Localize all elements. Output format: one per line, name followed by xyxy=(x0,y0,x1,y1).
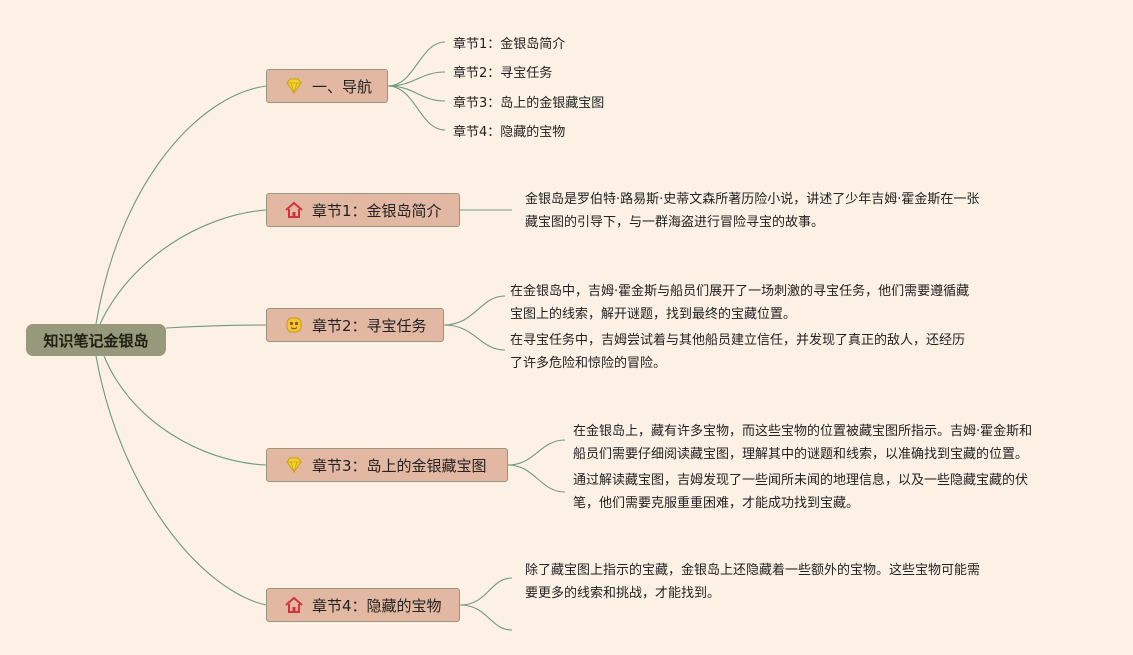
branch-chapter-4[interactable]: 章节4：隐藏的宝物 xyxy=(266,588,460,622)
chapter-3-note-1: 在金银岛上，藏有许多宝物，而这些宝物的位置被藏宝图所指示。吉姆·霍金斯和 船员们… xyxy=(573,420,1032,466)
note-line: 在寻宝任务中，吉姆尝试着与其他船员建立信任，并发现了真正的敌人，还经历 xyxy=(510,333,966,348)
connector-ch3-note1 xyxy=(507,439,566,466)
note-line: 了许多危险和惊险的冒险。 xyxy=(510,356,667,371)
diamond-icon xyxy=(284,76,304,96)
diamond-icon xyxy=(284,455,304,475)
chapter-2-note-2: 在寻宝任务中，吉姆尝试着与其他船员建立信任，并发现了真正的敌人，还经历 了许多危… xyxy=(510,329,965,375)
chapter-1-note: 金银岛是罗伯特·路易斯·史蒂文森所著历险小说，讲述了少年吉姆·霍金斯在一张 藏宝… xyxy=(525,188,979,234)
connector-nav-item3 xyxy=(387,85,446,102)
connector-nav-item2 xyxy=(387,71,446,87)
root-label: 知识笔记金银岛 xyxy=(43,331,149,350)
chapter-3-note-2: 通过解读藏宝图，吉姆发现了一些闻所未闻的地理信息，以及一些隐藏宝藏的伏 笔，他们… xyxy=(573,469,1028,515)
connector-root-ch2 xyxy=(165,324,267,329)
branch-label: 章节3：岛上的金银藏宝图 xyxy=(312,456,487,475)
note-line: 笔，他们需要克服重重困难，才能成功找到宝藏。 xyxy=(573,496,860,511)
note-line: 通过解读藏宝图，吉姆发现了一些闻所未闻的地理信息，以及一些隐藏宝藏的伏 xyxy=(573,473,1029,488)
connector-ch3-note2 xyxy=(507,464,566,493)
chapter-4-note: 除了藏宝图上指示的宝藏，金银岛上还隐藏着一些额外的宝物。这些宝物可能需 要更多的… xyxy=(525,559,980,605)
note-line: 在金银岛上，藏有许多宝物，而这些宝物的位置被藏宝图所指示。吉姆·霍金斯和 xyxy=(573,424,1033,439)
root-node[interactable]: 知识笔记金银岛 xyxy=(26,324,166,356)
branch-chapter-2[interactable]: 章节2：寻宝任务 xyxy=(266,308,444,342)
connector-root-ch4 xyxy=(95,355,267,606)
note-line: 在金银岛中，吉姆·霍金斯与船员们展开了一场刺激的寻宝任务，他们需要遵循藏 xyxy=(510,284,970,299)
nav-item-chapter-1[interactable]: 章节1：金银岛简介 xyxy=(453,37,566,52)
branch-navigation[interactable]: 一、导航 xyxy=(266,69,388,103)
connector-nav-item4 xyxy=(387,85,446,131)
connector-root-ch1 xyxy=(99,209,267,325)
branch-label: 章节2：寻宝任务 xyxy=(312,316,427,335)
connector-nav-item1 xyxy=(387,41,446,87)
connector-ch2-note2 xyxy=(443,324,506,351)
branch-label: 章节1：金银岛简介 xyxy=(312,201,442,220)
branch-label: 章节4：隐藏的宝物 xyxy=(312,596,442,615)
note-line: 船员们需要仔细阅读藏宝图，理解其中的谜题和线索，以准确找到宝藏的位置。 xyxy=(573,447,1029,462)
branch-chapter-3[interactable]: 章节3：岛上的金银藏宝图 xyxy=(266,448,508,482)
note-line: 要更多的线索和挑战，才能找到。 xyxy=(525,586,721,601)
branch-label: 一、导航 xyxy=(312,77,373,96)
note-line: 金银岛是罗伯特·路易斯·史蒂文森所著历险小说，讲述了少年吉姆·霍金斯在一张 xyxy=(525,192,980,207)
nav-item-chapter-2[interactable]: 章节2：寻宝任务 xyxy=(453,66,553,81)
connector-root-ch3 xyxy=(103,355,267,466)
note-line: 藏宝图的引导下，与一群海盗进行冒险寻宝的故事。 xyxy=(525,215,825,230)
chapter-2-note-1: 在金银岛中，吉姆·霍金斯与船员们展开了一场刺激的寻宝任务，他们需要遵循藏 宝图上… xyxy=(510,280,969,326)
note-line: 宝图上的线索，解开谜题，找到最终的宝藏位置。 xyxy=(510,307,797,322)
nav-item-chapter-3[interactable]: 章节3：岛上的金银藏宝图 xyxy=(453,96,605,111)
connector-root-nav xyxy=(95,85,267,325)
home-icon xyxy=(284,595,304,615)
nav-item-chapter-4[interactable]: 章节4：隐藏的宝物 xyxy=(453,125,566,140)
home-icon xyxy=(284,200,304,220)
mask-icon xyxy=(284,315,304,335)
note-line: 除了藏宝图上指示的宝藏，金银岛上还隐藏着一些额外的宝物。这些宝物可能需 xyxy=(525,563,981,578)
connector-ch4-note1 xyxy=(459,577,513,606)
branch-chapter-1[interactable]: 章节1：金银岛简介 xyxy=(266,193,460,227)
connector-ch2-note1 xyxy=(443,295,506,326)
connector-ch4-note2 xyxy=(459,604,513,631)
